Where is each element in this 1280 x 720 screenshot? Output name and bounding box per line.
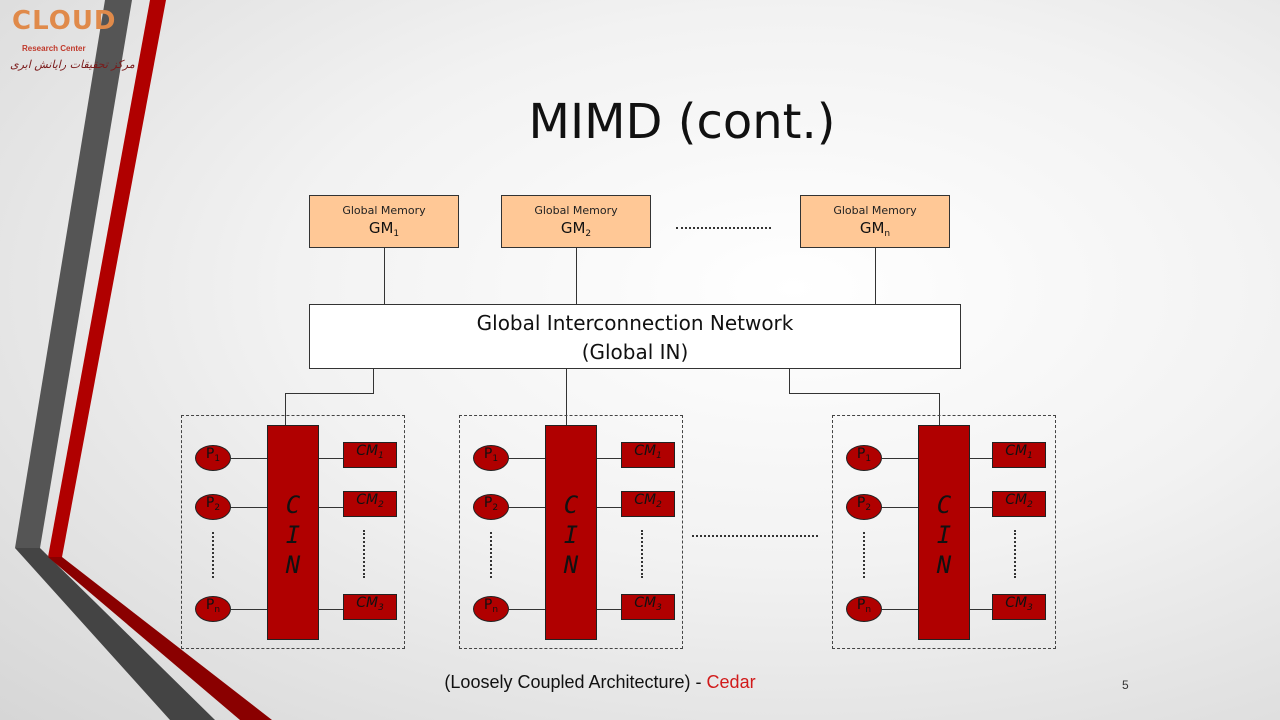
link-line: [319, 609, 343, 610]
link-line: [882, 507, 918, 508]
cin-letter: C: [285, 491, 301, 519]
cluster-1: C I N P1 P2 Pn CM1 CM2 CM3: [181, 415, 405, 649]
link-line: [509, 507, 545, 508]
cluster-memory-2: CM2: [621, 491, 675, 517]
processor-1: P1: [846, 445, 882, 471]
link-line: [509, 458, 545, 459]
logo-word: CLOUD: [12, 6, 117, 36]
link-line: [882, 609, 918, 610]
link-line: [970, 507, 994, 508]
global-memory-name: GMn: [859, 219, 891, 239]
cluster-memory-3: CM3: [343, 594, 397, 620]
ellipsis-dots: [676, 227, 771, 229]
ellipsis-dots: [1014, 530, 1016, 578]
cluster-memory-2: CM2: [343, 491, 397, 517]
connector-line: [384, 248, 385, 304]
cluster-interconnection-network: C I N: [545, 425, 597, 640]
link-line: [597, 507, 621, 508]
cluster-memory-3: CM3: [621, 594, 675, 620]
logo-persian-text: مرکز تحقیقات رایانش ابری: [10, 58, 135, 71]
cluster-memory-3: CM3: [992, 594, 1046, 620]
cin-letter: C: [936, 491, 952, 519]
ellipsis-dots: [863, 532, 865, 578]
link-line: [319, 458, 343, 459]
network-title: Global Interconnection Network: [476, 311, 794, 335]
connector-line: [373, 369, 374, 393]
cin-letter: I: [285, 521, 301, 549]
link-line: [231, 458, 267, 459]
cin-letter: N: [936, 551, 952, 579]
link-line: [231, 609, 267, 610]
ellipsis-dots: [641, 530, 643, 578]
cluster-memory-2: CM2: [992, 491, 1046, 517]
connector-line: [789, 393, 940, 394]
processor-n: Pn: [846, 596, 882, 622]
link-line: [509, 609, 545, 610]
link-line: [882, 458, 918, 459]
cluster-3: C I N P1 P2 Pn CM1 CM2 CM3: [832, 415, 1056, 649]
cin-letter: N: [563, 551, 579, 579]
cluster-2: C I N P1 P2 Pn CM1 CM2 CM3: [459, 415, 683, 649]
global-memory-label: Global Memory: [342, 204, 426, 217]
link-line: [597, 458, 621, 459]
ellipsis-dots: [212, 532, 214, 578]
cluster-memory-1: CM1: [621, 442, 675, 468]
cin-letter: N: [285, 551, 301, 579]
ellipsis-dots: [692, 535, 818, 537]
global-memory-label: Global Memory: [833, 204, 917, 217]
global-interconnection-network: Global Interconnection Network (Global I…: [309, 304, 961, 369]
link-line: [970, 609, 994, 610]
processor-n: Pn: [195, 596, 231, 622]
global-memory-1: Global Memory GM1: [309, 195, 459, 248]
cluster-memory-1: CM1: [992, 442, 1046, 468]
cin-letter: I: [936, 521, 952, 549]
global-memory-label: Global Memory: [534, 204, 618, 217]
network-subtitle: (Global IN): [581, 340, 689, 364]
global-memory-name: GM1: [368, 219, 400, 239]
cin-letter: C: [563, 491, 579, 519]
global-memory-n: Global Memory GMn: [800, 195, 950, 248]
processor-n: Pn: [473, 596, 509, 622]
processor-1: P1: [473, 445, 509, 471]
link-line: [231, 507, 267, 508]
page-number: 5: [1122, 678, 1129, 692]
red-stripe-lower: [48, 557, 272, 720]
processor-1: P1: [195, 445, 231, 471]
link-line: [597, 609, 621, 610]
link-line: [970, 458, 994, 459]
gray-stripe: [15, 0, 132, 548]
red-stripe: [48, 0, 166, 557]
logo-subtitle: Research Center: [22, 44, 86, 53]
slide-title: MIMD (cont.): [528, 94, 836, 150]
cluster-interconnection-network: C I N: [918, 425, 970, 640]
connector-line: [939, 393, 940, 425]
caption-highlight: Cedar: [706, 672, 756, 692]
connector-line: [576, 248, 577, 304]
cluster-memory-1: CM1: [343, 442, 397, 468]
cin-letter: I: [563, 521, 579, 549]
ellipsis-dots: [490, 532, 492, 578]
slide-caption: (Loosely Coupled Architecture) - Cedar: [0, 672, 1200, 693]
processor-2: P2: [473, 494, 509, 520]
caption-text: (Loosely Coupled Architecture) -: [444, 672, 707, 692]
connector-line: [875, 248, 876, 304]
global-memory-2: Global Memory GM2: [501, 195, 651, 248]
processor-2: P2: [195, 494, 231, 520]
link-line: [319, 507, 343, 508]
connector-line: [566, 369, 567, 425]
connector-line: [285, 393, 374, 394]
processor-2: P2: [846, 494, 882, 520]
ellipsis-dots: [363, 530, 365, 578]
cluster-interconnection-network: C I N: [267, 425, 319, 640]
connector-line: [789, 369, 790, 393]
cloud-research-center-logo: CLOUD Research Center مرکز تحقیقات رایان…: [8, 6, 135, 76]
connector-line: [285, 393, 286, 425]
global-memory-name: GM2: [560, 219, 592, 239]
gray-stripe-lower: [15, 548, 215, 720]
